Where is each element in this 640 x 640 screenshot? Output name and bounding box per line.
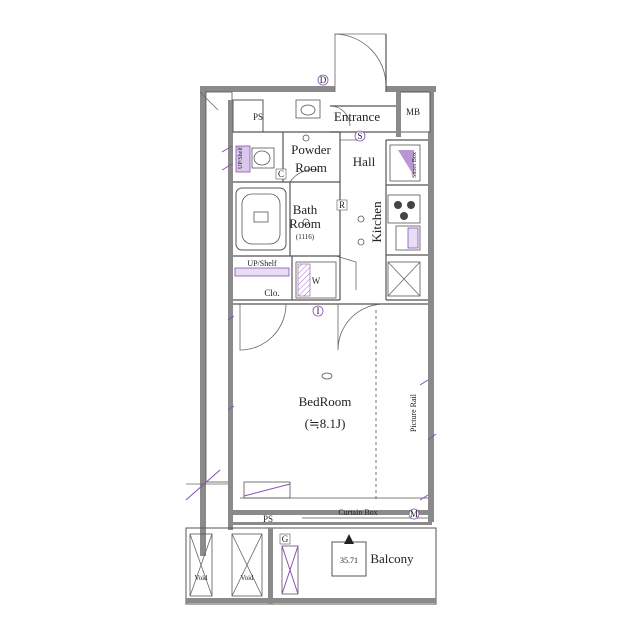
marker-c: C <box>278 169 284 179</box>
mb-label: MB <box>406 107 420 117</box>
void-right-label: Void <box>240 574 254 582</box>
bath-size-label: (1116) <box>296 233 315 241</box>
marker-g: G <box>282 534 289 544</box>
ps-top-label: PS <box>253 112 263 122</box>
marker-d: D <box>320 75 327 85</box>
interior-doors <box>239 105 385 351</box>
entrance-door[interactable] <box>334 33 387 92</box>
closet-label: Clo. <box>264 288 279 298</box>
marker-r: R <box>339 200 345 210</box>
up-shelf-side-label: UP/Shelf <box>237 147 244 169</box>
powder-room-label-2: Room <box>295 160 327 175</box>
bedroom-label: BedRoom <box>299 394 352 409</box>
shoes-box-label: Shoes Box <box>412 152 418 178</box>
void-left-label: Void <box>194 574 208 582</box>
up-shelf-label: UP/Shelf <box>247 259 277 268</box>
marker-i: I <box>317 306 320 316</box>
balcony-area-label: 35.71 <box>340 556 358 565</box>
balcony-label: Balcony <box>370 551 414 566</box>
interior-walls <box>232 99 428 519</box>
room-labels: PS MB Entrance Powder Room Hall Shoes Bo… <box>194 107 420 582</box>
markers: D S C R G M I <box>275 74 420 545</box>
marker-m: M <box>410 509 418 519</box>
bedroom-size-label: (≒8.1J) <box>305 416 346 431</box>
marker-s: S <box>357 131 362 141</box>
bath-room-label-2: Room <box>289 216 321 231</box>
entrance-label: Entrance <box>334 109 380 124</box>
ps-bottom-label: PS <box>263 514 273 524</box>
hall-label: Hall <box>353 154 376 169</box>
washer-label: W <box>312 276 321 286</box>
curtain-box-label: Curtain Box <box>338 508 377 517</box>
picture-rail-label: Picture Rail <box>409 393 418 432</box>
powder-room-label-1: Powder <box>291 142 331 157</box>
bath-room-label-1: Bath <box>293 202 318 217</box>
fixtures <box>189 99 437 597</box>
outer-walls <box>185 86 437 605</box>
kitchen-label: Kitchen <box>369 201 384 243</box>
